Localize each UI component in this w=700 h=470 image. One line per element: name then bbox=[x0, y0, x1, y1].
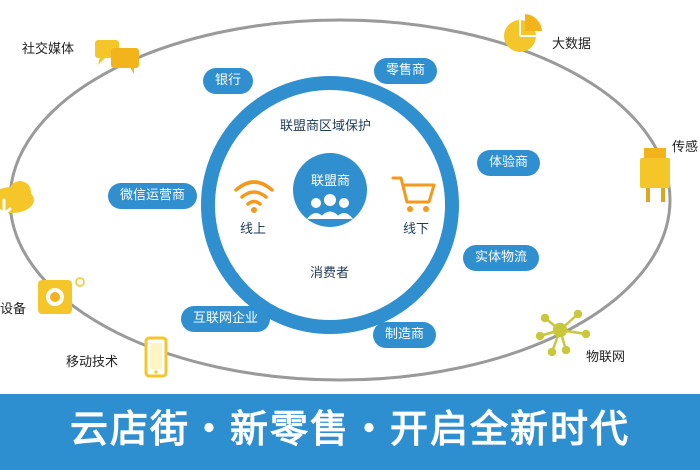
banner-text: 云店街・新零售・开启全新时代 bbox=[69, 407, 630, 451]
outer-node-device: 设备 bbox=[0, 302, 27, 317]
iot-network-icon bbox=[535, 309, 591, 357]
cart-wheel-left bbox=[407, 206, 413, 212]
device-icon bbox=[38, 277, 85, 314]
ring-title: 联盟商区域保护 bbox=[280, 119, 372, 134]
ring-node-internet-company: 互联网企业 bbox=[181, 306, 271, 332]
wifi-icon bbox=[234, 180, 274, 206]
outer-node-big-data: 大数据 bbox=[552, 37, 592, 52]
ring-node-logistics: 实体物流 bbox=[463, 245, 540, 271]
pie-chart-icon bbox=[504, 14, 542, 52]
main-ring bbox=[201, 76, 459, 334]
cloud-download-icon bbox=[0, 181, 34, 218]
chat-bubbles-icon bbox=[95, 40, 139, 74]
online-label: 线上 bbox=[240, 222, 267, 237]
users-icon bbox=[307, 194, 353, 219]
consumer-label: 消费者 bbox=[310, 266, 350, 281]
center-circle bbox=[293, 153, 367, 227]
wifi-dot bbox=[251, 207, 257, 213]
ring-node-experience: 体验商 bbox=[477, 150, 541, 176]
ring-node-manufacturer: 制造商 bbox=[373, 322, 437, 348]
outer-node-iot: 物联网 bbox=[586, 350, 626, 365]
sensor-icon bbox=[640, 148, 670, 202]
center-title: 联盟商 bbox=[311, 174, 351, 189]
bottom-banner bbox=[0, 394, 700, 470]
shopping-cart-icon bbox=[391, 176, 436, 204]
ring-node-wechat-operator: 微信运营商 bbox=[108, 183, 198, 209]
outer-node-social-media: 社交媒体 bbox=[22, 42, 75, 57]
offline-label: 线下 bbox=[403, 222, 430, 237]
cart-wheel-right bbox=[423, 206, 429, 212]
ring-node-bank: 银行 bbox=[203, 68, 254, 94]
outer-node-mobile-tech: 移动技术 bbox=[66, 355, 119, 370]
ring-node-retailer: 零售商 bbox=[374, 58, 438, 84]
outer-node-sensor: 传感 bbox=[672, 140, 699, 155]
mobile-phone-icon bbox=[144, 336, 168, 378]
